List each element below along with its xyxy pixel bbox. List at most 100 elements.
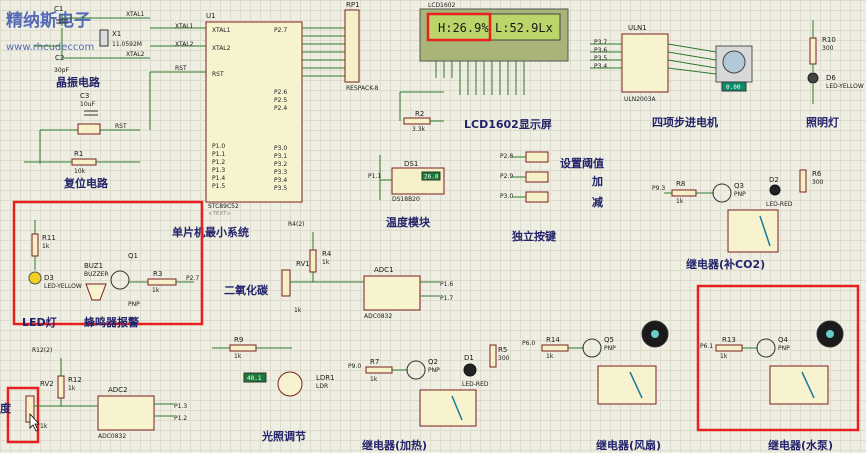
r1-ref: R1 [74, 150, 83, 158]
d3-ref: D3 [44, 274, 54, 282]
rv1-ref: RV1 [296, 260, 310, 268]
r13-resistor [715, 344, 743, 352]
r5-value: 300 [498, 355, 510, 362]
pump-hub [826, 330, 834, 338]
uln-net-p36: P3.6 [594, 47, 607, 54]
adc1-net-p17: P1.7 [440, 295, 453, 302]
stepper-readout-box [721, 81, 747, 92]
adc1-net-p16: P1.6 [440, 281, 453, 288]
ds1-part: DS18B20 [392, 196, 420, 203]
lcd-pins [435, 61, 525, 95]
reset-switch [77, 123, 101, 135]
r1-resistor [71, 158, 97, 166]
q2-transistor [406, 360, 426, 380]
keys-title: 独立按键 [511, 229, 557, 243]
adc2-part: ADC0832 [98, 433, 126, 440]
net-xtal2-b: XTAL2 [175, 41, 194, 48]
d6-led [807, 72, 819, 84]
relay-co2-title: 继电器(补CO2) [686, 257, 765, 271]
r12-resistor [57, 375, 65, 399]
u1-chip [205, 21, 303, 203]
net-rst-a: RST [115, 123, 127, 130]
reset-label: 复位电路 [63, 176, 109, 190]
d6-part: LED-YELLOW [826, 83, 864, 90]
lcd-module: LCD1602 H:26.9% L:52.9Lx LCD1602显示屏 [419, 2, 569, 131]
relay-fan-block: P6.0 R14 1k Q5 PNP 继电器(风扇) [522, 320, 669, 452]
q1-part: PNP [128, 301, 140, 308]
u1-pin-p35: P3.5 [274, 185, 287, 192]
relay-pump-block: P6.1 R13 1k Q4 PNP 继电器(水泵) [696, 284, 860, 452]
stepper-title: 四项步进电机 [652, 115, 718, 129]
relay-pump [769, 365, 829, 405]
u1-pin-p31: P3.1 [274, 153, 287, 160]
c3-ref: C3 [80, 92, 89, 100]
rp1-ref: RP1 [346, 1, 360, 9]
r7-resistor [365, 366, 393, 374]
light-adjust-block: R9 1k 40.1 LDR1 LDR 光照调节 [212, 336, 335, 443]
lcd-screen [427, 13, 561, 41]
uln1-input-wires [590, 43, 622, 69]
u1-pin-p10: P1.0 [212, 143, 225, 150]
relay-heat-block: P9.0 R7 1k Q2 PNP D1 LED-RED R5 300 继电器(… [348, 344, 510, 452]
relay-fan [597, 365, 657, 405]
stepper-rotor [722, 50, 746, 74]
buzzer-highlight-box [12, 200, 204, 326]
r3-resistor [147, 278, 177, 286]
relay-co2-block: P9.3 R8 1k Q3 PNP D2 LED-RED R6 300 继电器(… [652, 169, 824, 271]
r10-value: 300 [822, 45, 834, 52]
relay-heat [419, 389, 477, 427]
q4-transistor [756, 338, 776, 358]
r8-value: 1k [676, 198, 684, 205]
buzzer-led-block: R11 1k D3 LED-YELLOW BUZ1 BUZZER Q1 PNP … [12, 200, 204, 329]
q5-net: P6.0 [522, 340, 535, 347]
relay-heat-contact [451, 395, 463, 421]
r13-ref: R13 [722, 336, 736, 344]
uln-net-p35: P3.5 [594, 55, 607, 62]
d1-led [463, 363, 477, 377]
ds1-ref: DS1 [404, 160, 418, 168]
rv2-ref: RV2 [40, 380, 54, 388]
r11-ref: R11 [42, 234, 56, 242]
r9-value: 1k [234, 353, 242, 360]
r14-value: 1k [546, 353, 554, 360]
u1-pin-p26: P2.6 [274, 89, 287, 96]
r12-ref: R12 [68, 376, 82, 384]
u1-pin-p34: P3.4 [274, 177, 287, 184]
stepper-wires [667, 43, 717, 75]
u1-pin-p11: P1.1 [212, 151, 225, 158]
u1-pin-xtal2: XTAL2 [212, 45, 231, 52]
q5-part: PNP [604, 345, 616, 352]
key-plus-net: P2.9 [500, 173, 513, 180]
u1-pin-xtal1: XTAL1 [212, 27, 231, 34]
light-adjust-title: 光照调节 [261, 429, 306, 443]
r10-ref: R10 [822, 36, 836, 44]
rv1-value: 1k [294, 307, 302, 314]
fan-hub [651, 330, 659, 338]
temp-module: DS1 26.0 DS18B20 P1.1 温度模块 [368, 155, 445, 229]
watermark: 精纳斯电子 www.rhcudeccom [6, 10, 94, 53]
ldr-meter-box [243, 372, 267, 383]
u1-pin-p33: P3.3 [274, 169, 287, 176]
u1-pin-p13: P1.3 [212, 167, 225, 174]
r8-ref: R8 [676, 180, 685, 188]
d2-led [769, 184, 781, 196]
r3-value: 1k [152, 287, 160, 294]
uln1-part: ULN2003A [624, 96, 656, 103]
uln-net-p37: P3.7 [594, 39, 607, 46]
q3-net: P9.3 [652, 185, 665, 192]
r3-ref: R3 [153, 270, 162, 278]
x1-crystal [99, 29, 109, 47]
u1-right-pins [302, 27, 345, 77]
uln1-ref: ULN1 [628, 24, 647, 32]
key-plus: P2.9 [500, 171, 549, 183]
u1-pin-p12: P1.2 [212, 159, 225, 166]
r6-value: 300 [812, 179, 824, 186]
reset-circuit: C3 10uF RST R1 10k 复位电路 [24, 92, 140, 190]
d2-ref: D2 [769, 176, 779, 184]
stepper-block: ULN1 ULN2003A P3.7 P3.6 P3.5 P3.4 0.00 四… [590, 24, 753, 129]
adc1-chip [363, 275, 421, 311]
lcd-humidity-readout: H:26.9% [438, 21, 489, 35]
respack-rp1: RP1 RESPACK-8 [344, 1, 379, 92]
d6-ref: D6 [826, 74, 836, 82]
stepper-readout: 0.00 [726, 84, 741, 91]
